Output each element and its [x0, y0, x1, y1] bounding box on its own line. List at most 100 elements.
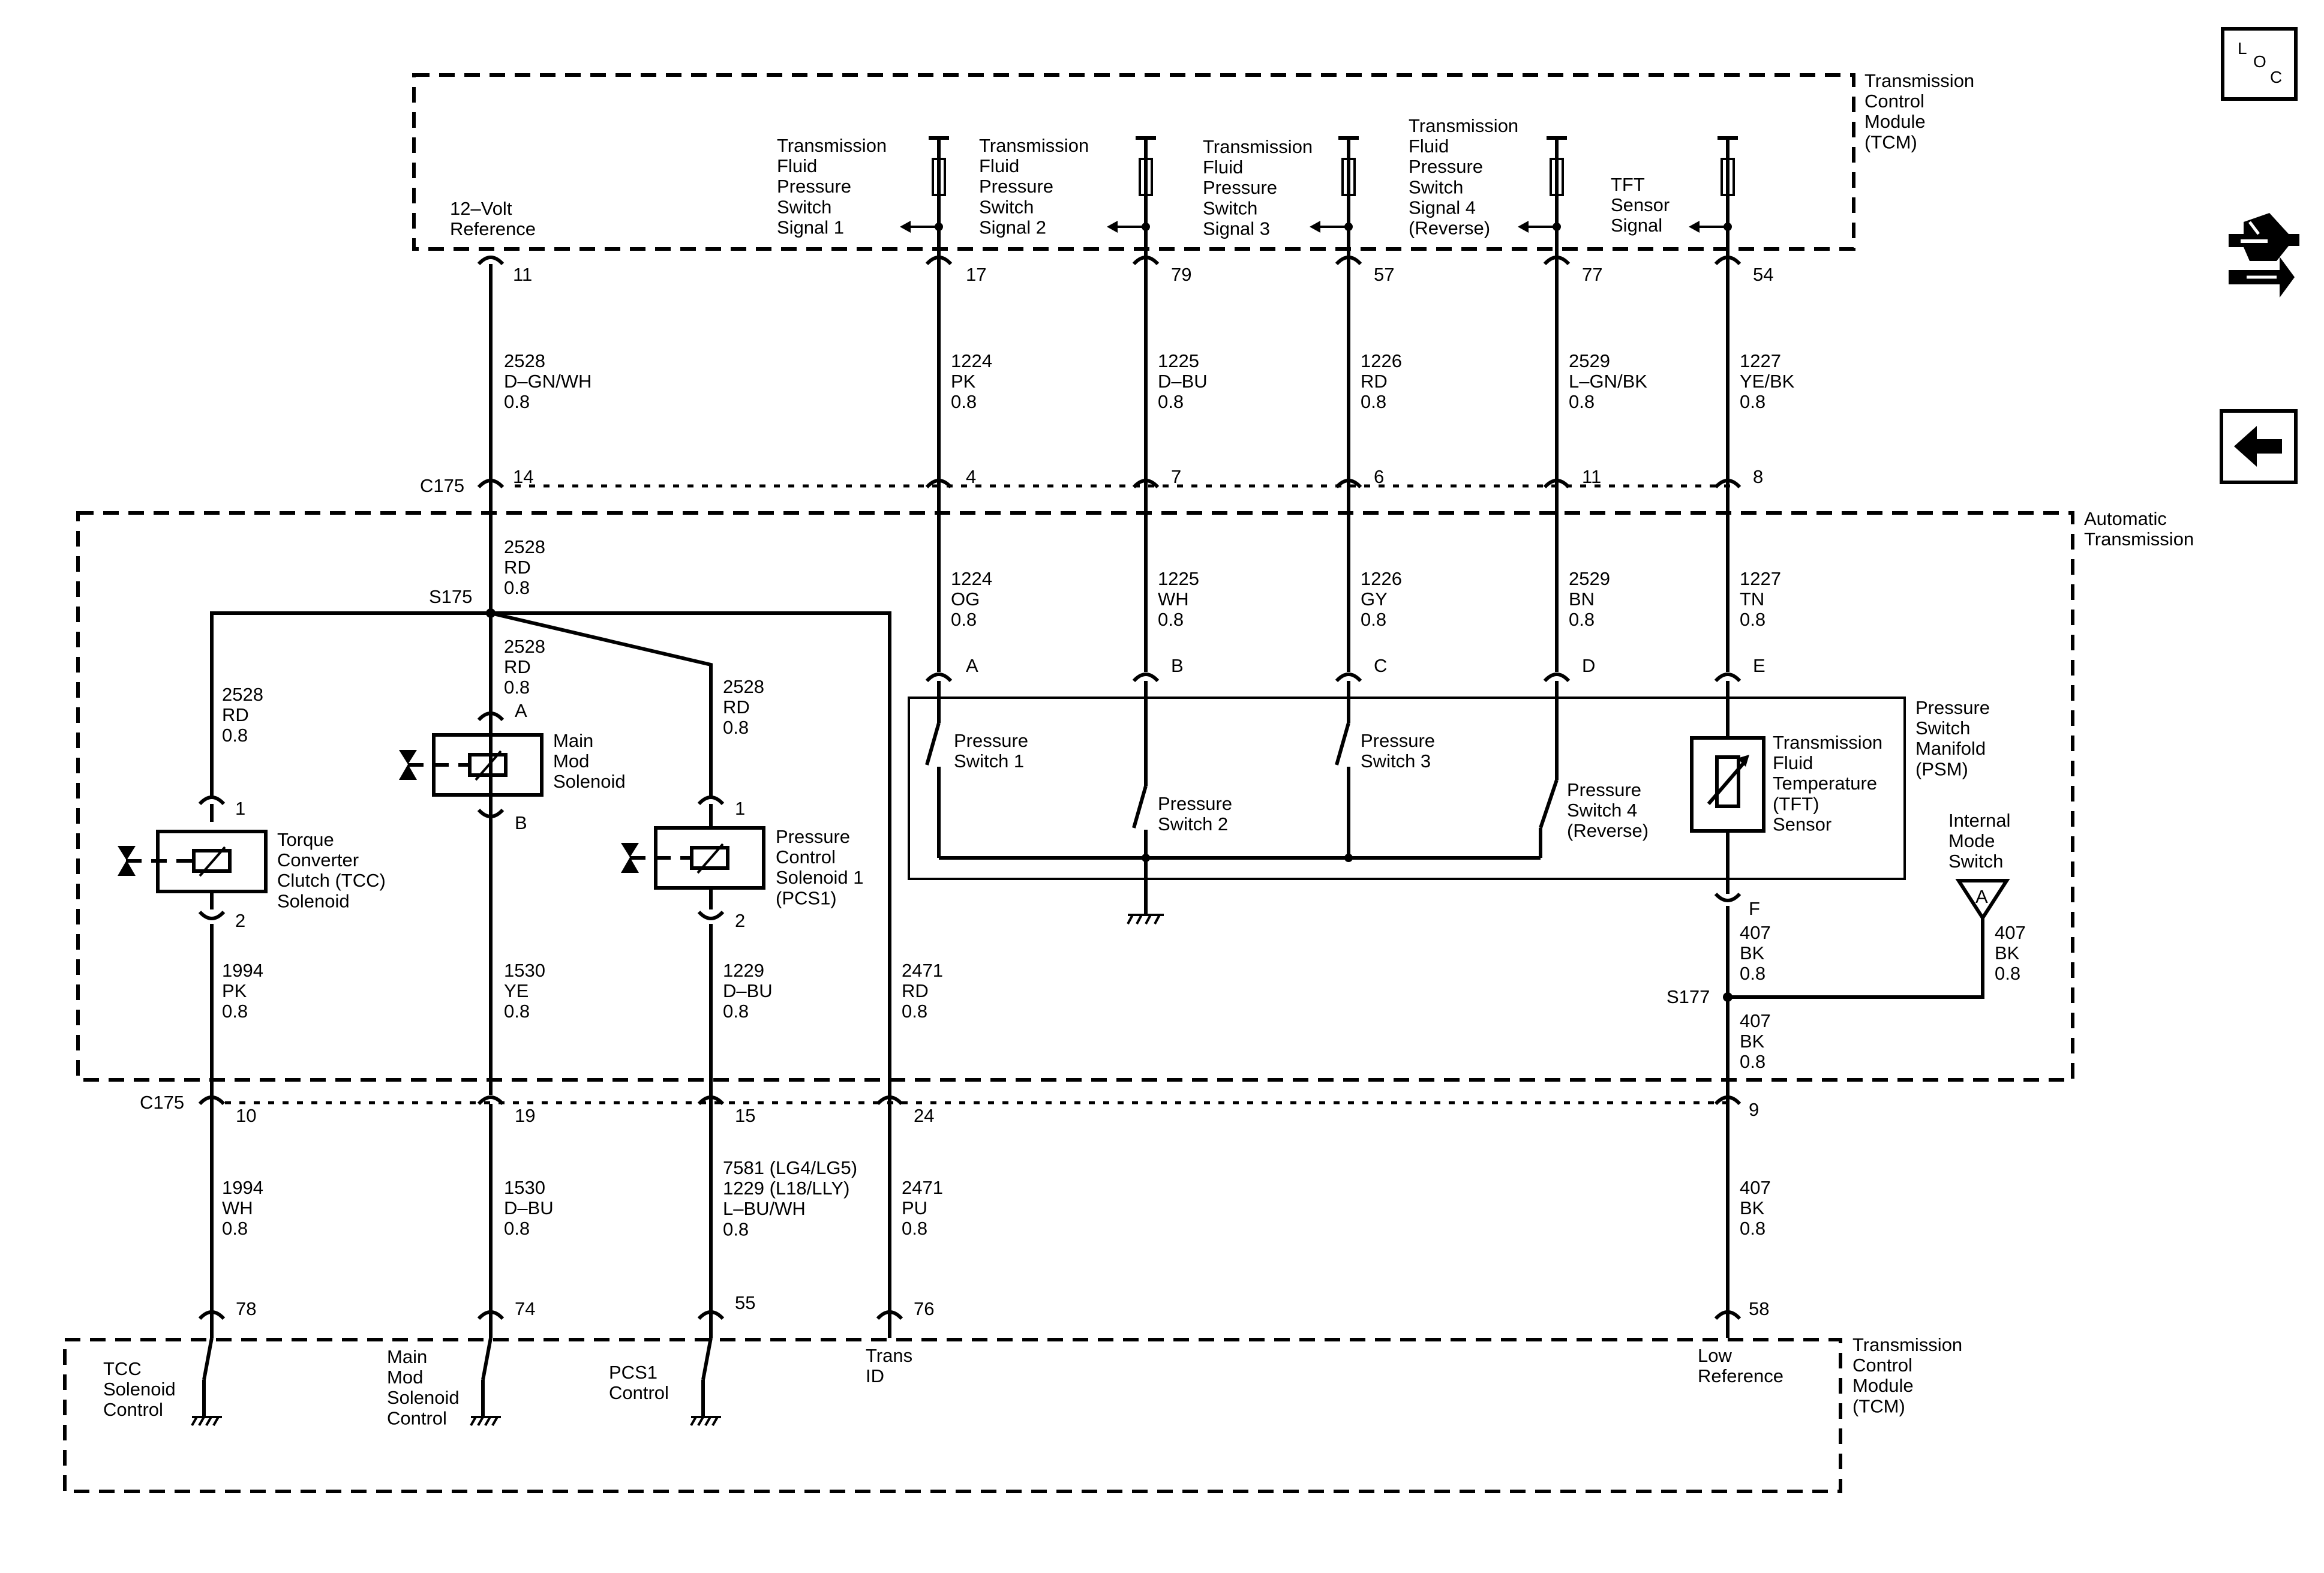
- label-line: 0.8: [1740, 391, 1765, 412]
- splice-s177: [1723, 992, 1733, 1002]
- svg-text:4: 4: [966, 466, 976, 487]
- svg-text:F: F: [1749, 898, 1760, 919]
- label-line: Main: [553, 730, 593, 751]
- svg-text:11: 11: [513, 264, 532, 285]
- label-line: 2529: [1569, 350, 1610, 371]
- label-line: Switch: [1948, 851, 2003, 872]
- svg-text:78: 78: [236, 1298, 256, 1319]
- label-line: 1226: [1361, 568, 1402, 589]
- c175-lower-pins: 10 19 15 24 9: [236, 1099, 1759, 1126]
- label-line: Switch 2: [1158, 813, 1228, 834]
- label-line: Mod: [553, 751, 589, 772]
- connector-end-view-button[interactable]: [2223, 210, 2304, 303]
- svg-text:1: 1: [235, 798, 245, 819]
- label-line: 0.8: [1158, 391, 1184, 412]
- label-line: WH: [222, 1197, 253, 1218]
- label-line: Pressure: [1158, 793, 1232, 814]
- loc-button[interactable]: L O C: [2221, 27, 2298, 101]
- svg-text:77: 77: [1582, 264, 1602, 285]
- label-line: 0.8: [504, 577, 530, 598]
- svg-text:2: 2: [235, 910, 245, 931]
- label-line: Solenoid 1: [776, 867, 864, 888]
- label-line: Pressure: [1409, 156, 1483, 177]
- svg-text:E: E: [1753, 655, 1765, 676]
- label-line: 0.8: [504, 391, 530, 412]
- pressure-switches: [925, 681, 1765, 1326]
- psm-bus-node-ps2: [1142, 854, 1150, 862]
- svg-text:B: B: [1171, 655, 1184, 676]
- label-line: RD: [1361, 371, 1388, 392]
- back-button[interactable]: [2220, 409, 2298, 484]
- label-line: (TCM): [1864, 131, 1917, 152]
- label-line: Automatic: [2084, 508, 2167, 529]
- label-line: Solenoid: [103, 1379, 176, 1400]
- label-line: 2471: [902, 960, 943, 981]
- label-line: Sensor: [1611, 194, 1670, 215]
- label-line: (Reverse): [1567, 820, 1649, 841]
- label-line: Torque: [277, 829, 334, 850]
- label-line: Control: [1852, 1355, 1912, 1376]
- label-line: 0.8: [222, 1218, 248, 1239]
- label-line: Signal 1: [777, 217, 844, 238]
- label-line: Pressure: [1567, 779, 1641, 800]
- label-line: Transmission: [1773, 732, 1882, 753]
- label-line: 2471: [902, 1177, 943, 1198]
- svg-text:17: 17: [966, 264, 986, 285]
- label-line: YE: [504, 980, 529, 1001]
- svg-text:11: 11: [1582, 466, 1601, 487]
- label-line: RD: [222, 704, 249, 725]
- label-line: 0.8: [1995, 963, 2020, 984]
- solenoid-pins: 1 2 A B 1 2: [235, 700, 745, 931]
- label-line: Control: [1864, 91, 1924, 112]
- svg-text:10: 10: [236, 1105, 256, 1126]
- label-line: GY: [1361, 589, 1388, 610]
- wire-s175-transid: [491, 611, 891, 1326]
- label-line: 0.8: [723, 717, 749, 738]
- label-line: 0.8: [1740, 1218, 1765, 1239]
- svg-text:9: 9: [1749, 1099, 1759, 1120]
- label-line: Converter: [277, 849, 359, 870]
- label-line: Fluid: [777, 155, 817, 176]
- label-line: Switch: [979, 196, 1034, 217]
- label-line: D–GN/WH: [504, 371, 591, 392]
- label-line: 407: [1740, 1177, 1771, 1198]
- label-line: Solenoid: [277, 890, 350, 911]
- label-line: Control: [776, 846, 836, 867]
- tcm-bottom-pins: 78 74 55 76 58: [236, 1292, 1769, 1319]
- svg-text:D: D: [1582, 655, 1595, 676]
- label-line: 1229: [723, 960, 764, 981]
- label-line: RD: [504, 656, 531, 677]
- label-line: 1224: [951, 568, 992, 589]
- pcs1-solenoid: [621, 795, 765, 1326]
- label-line: Signal 4: [1409, 197, 1476, 218]
- wire-s175-pcs1: [490, 611, 713, 798]
- label-line: 0.8: [723, 1218, 749, 1239]
- ims-pin: A: [1975, 886, 1988, 907]
- label-line: 0.8: [222, 725, 248, 746]
- label-line: 0.8: [1740, 1051, 1765, 1072]
- label-line: (TCM): [1852, 1395, 1905, 1416]
- label-line: Pressure: [954, 730, 1028, 751]
- svg-text:B: B: [515, 812, 527, 833]
